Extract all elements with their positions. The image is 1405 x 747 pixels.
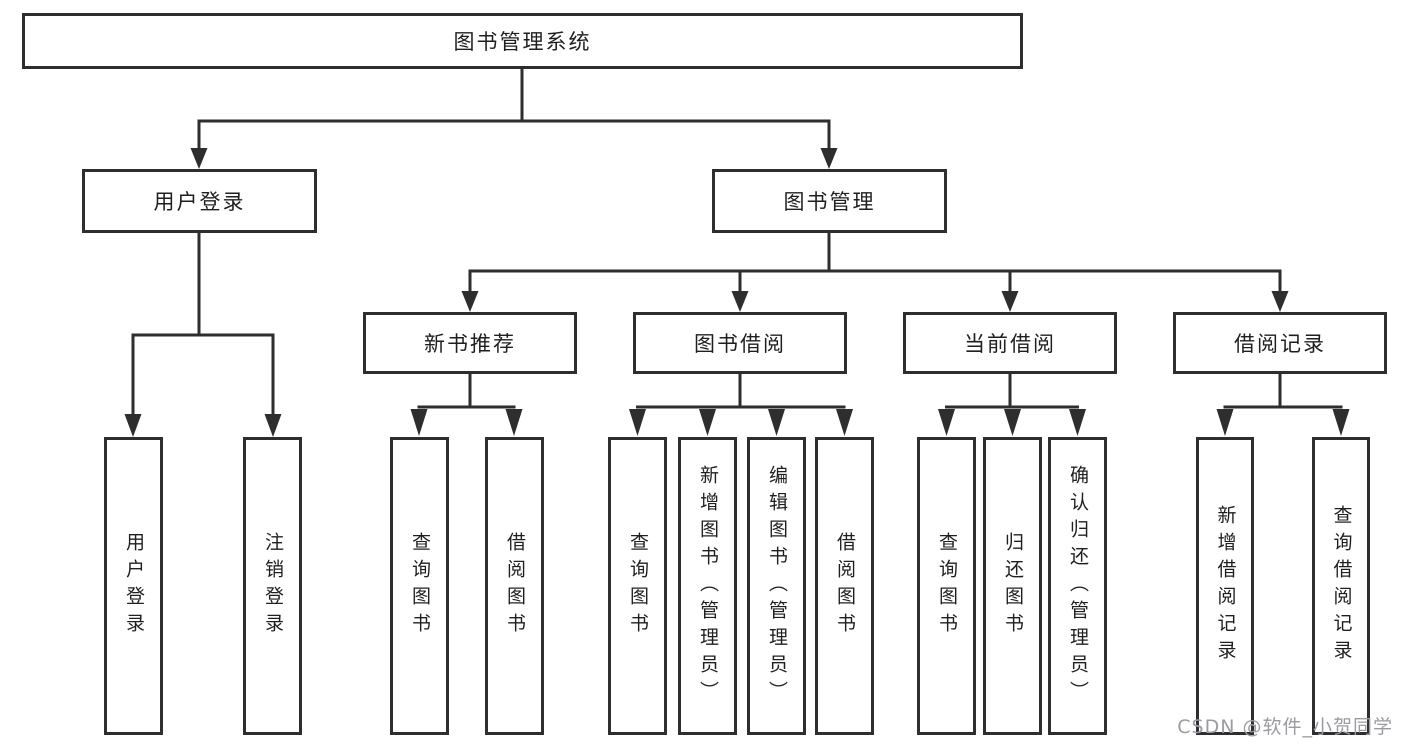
leaf-add-borrow-record: 新增借阅记录 bbox=[1196, 437, 1254, 735]
connector-user-login bbox=[124, 231, 282, 437]
arrowhead-icon bbox=[1216, 409, 1234, 436]
node-book-borrow-label: 图书借阅 bbox=[694, 332, 786, 356]
watermark: CSDN @软件_小贺同学 bbox=[1177, 716, 1393, 738]
connector-new-book-recommend bbox=[410, 373, 523, 436]
leaf-query-books-borrow: 查询图书 bbox=[608, 437, 667, 735]
arrowhead-icon bbox=[1271, 291, 1289, 312]
node-current-borrow-label: 当前借阅 bbox=[964, 332, 1056, 356]
leaf-query-books-current: 查询图书 bbox=[917, 437, 976, 735]
leaf-borrow-books-label: 借阅图书 bbox=[834, 532, 856, 640]
leaf-logout-label: 注销登录 bbox=[262, 532, 284, 640]
leaf-query-borrow-record-label: 查询借阅记录 bbox=[1330, 505, 1353, 667]
node-root-label: 图书管理系统 bbox=[453, 30, 592, 54]
leaf-logout: 注销登录 bbox=[243, 437, 302, 735]
leaf-add-books-admin: 新增图书（管理员） bbox=[678, 437, 737, 735]
arrowhead-icon bbox=[410, 409, 428, 436]
leaf-confirm-return-admin: 确认归还（管理员） bbox=[1048, 437, 1107, 735]
leaf-query-books-borrow-label: 查询图书 bbox=[627, 532, 649, 640]
node-book-borrow: 图书借阅 bbox=[633, 312, 847, 374]
leaf-query-books-recommend-label: 查询图书 bbox=[409, 532, 431, 640]
arrowhead-icon bbox=[1332, 409, 1350, 436]
leaf-edit-books-admin: 编辑图书（管理员） bbox=[747, 437, 806, 735]
leaf-add-books-admin-label: 新增图书（管理员） bbox=[697, 464, 719, 708]
arrowhead-icon bbox=[124, 414, 142, 437]
node-new-book-recommend: 新书推荐 bbox=[363, 312, 577, 374]
node-user-login: 用户登录 bbox=[82, 169, 317, 233]
connector-current-borrow bbox=[938, 373, 1086, 436]
arrowhead-icon bbox=[731, 291, 749, 312]
leaf-borrow-books: 借阅图书 bbox=[815, 437, 874, 735]
connector-borrow-records bbox=[1216, 373, 1350, 436]
leaf-borrow-books-recommend-label: 借阅图书 bbox=[504, 532, 526, 640]
node-borrow-records-label: 借阅记录 bbox=[1234, 332, 1326, 356]
node-new-book-recommend-label: 新书推荐 bbox=[424, 332, 516, 356]
leaf-add-borrow-record-label: 新增借阅记录 bbox=[1214, 505, 1237, 667]
leaf-confirm-return-admin-label: 确认归还（管理员） bbox=[1067, 464, 1089, 708]
node-book-management-label: 图书管理 bbox=[783, 190, 876, 214]
node-book-management: 图书管理 bbox=[712, 169, 947, 233]
arrowhead-icon bbox=[1004, 409, 1021, 436]
arrowhead-icon bbox=[836, 409, 853, 436]
connector-root bbox=[190, 67, 838, 169]
node-borrow-records: 借阅记录 bbox=[1173, 312, 1387, 374]
leaf-user-login: 用户登录 bbox=[104, 437, 163, 735]
leaf-query-books-current-label: 查询图书 bbox=[936, 532, 958, 640]
arrowhead-icon bbox=[1001, 291, 1019, 312]
arrowhead-icon bbox=[629, 409, 646, 436]
leaf-return-books: 归还图书 bbox=[983, 437, 1042, 735]
arrowhead-icon bbox=[768, 409, 785, 436]
arrowhead-icon bbox=[461, 291, 479, 312]
arrowhead-icon bbox=[505, 409, 523, 436]
leaf-query-books-recommend: 查询图书 bbox=[390, 437, 449, 735]
connector-book-borrow bbox=[629, 373, 853, 436]
arrowhead-icon bbox=[1069, 409, 1086, 436]
arrowhead-icon bbox=[190, 148, 208, 169]
node-root: 图书管理系统 bbox=[22, 13, 1023, 69]
leaf-query-borrow-record: 查询借阅记录 bbox=[1312, 437, 1370, 735]
node-user-login-label: 用户登录 bbox=[153, 190, 246, 214]
leaf-user-login-label: 用户登录 bbox=[123, 532, 145, 640]
arrowhead-icon bbox=[264, 414, 282, 437]
leaf-borrow-books-recommend: 借阅图书 bbox=[485, 437, 544, 735]
connector-book-management bbox=[461, 231, 1289, 312]
arrowhead-icon bbox=[820, 148, 838, 169]
leaf-edit-books-admin-label: 编辑图书（管理员） bbox=[766, 464, 788, 708]
arrowhead-icon bbox=[699, 409, 716, 436]
node-current-borrow: 当前借阅 bbox=[903, 312, 1117, 374]
leaf-return-books-label: 归还图书 bbox=[1002, 532, 1024, 640]
arrowhead-icon bbox=[938, 409, 955, 436]
